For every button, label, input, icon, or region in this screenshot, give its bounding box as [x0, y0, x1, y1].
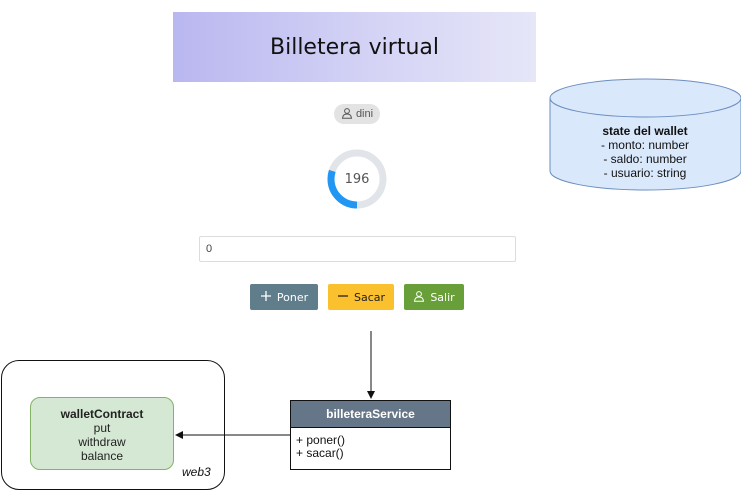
wallet-contract-method: put [93, 421, 111, 435]
user-icon [413, 290, 425, 305]
web3-label: web3 [182, 465, 211, 479]
wallet-state-title: state del wallet [602, 124, 688, 138]
user-chip: dini [334, 104, 380, 124]
minus-icon [337, 290, 349, 305]
salir-label: Salir [430, 290, 455, 304]
wallet-state-line: - monto: number [600, 138, 690, 152]
service-method: + poner() [296, 433, 346, 447]
user-name: dini [355, 108, 374, 120]
sacar-label: Sacar [353, 290, 386, 304]
billetera-service-class: billeteraService + poner() + sacar() [290, 400, 451, 470]
amount-input[interactable] [199, 236, 516, 262]
user-icon [341, 107, 353, 122]
gauge-fill [327, 149, 387, 209]
wallet-contract-title: walletContract [60, 407, 144, 421]
wallet-state-cylinder [549, 78, 741, 191]
service-class-methods: + poner() + sacar() [291, 428, 450, 460]
wallet-contract-node: walletContract put withdraw balance [30, 397, 174, 470]
poner-button[interactable]: Poner [250, 284, 318, 310]
sacar-button[interactable]: Sacar [328, 284, 394, 310]
app-header: Billetera virtual [173, 12, 536, 82]
gauge-value: 196 [344, 171, 370, 187]
wallet-contract-method: withdraw [78, 435, 126, 449]
plus-icon [260, 290, 272, 305]
wallet-state-text: state del wallet - monto: number - saldo… [560, 124, 730, 180]
wallet-contract-method: balance [80, 449, 124, 463]
page-title: Billetera virtual [270, 34, 439, 60]
poner-label: Poner [276, 290, 309, 304]
balance-gauge [327, 149, 387, 209]
salir-button[interactable]: Salir [404, 284, 464, 310]
wallet-state-line: - usuario: string [603, 166, 687, 180]
service-method: + sacar() [296, 446, 344, 460]
service-class-title: billeteraService [291, 401, 450, 428]
wallet-state-line: - saldo: number [603, 152, 687, 166]
